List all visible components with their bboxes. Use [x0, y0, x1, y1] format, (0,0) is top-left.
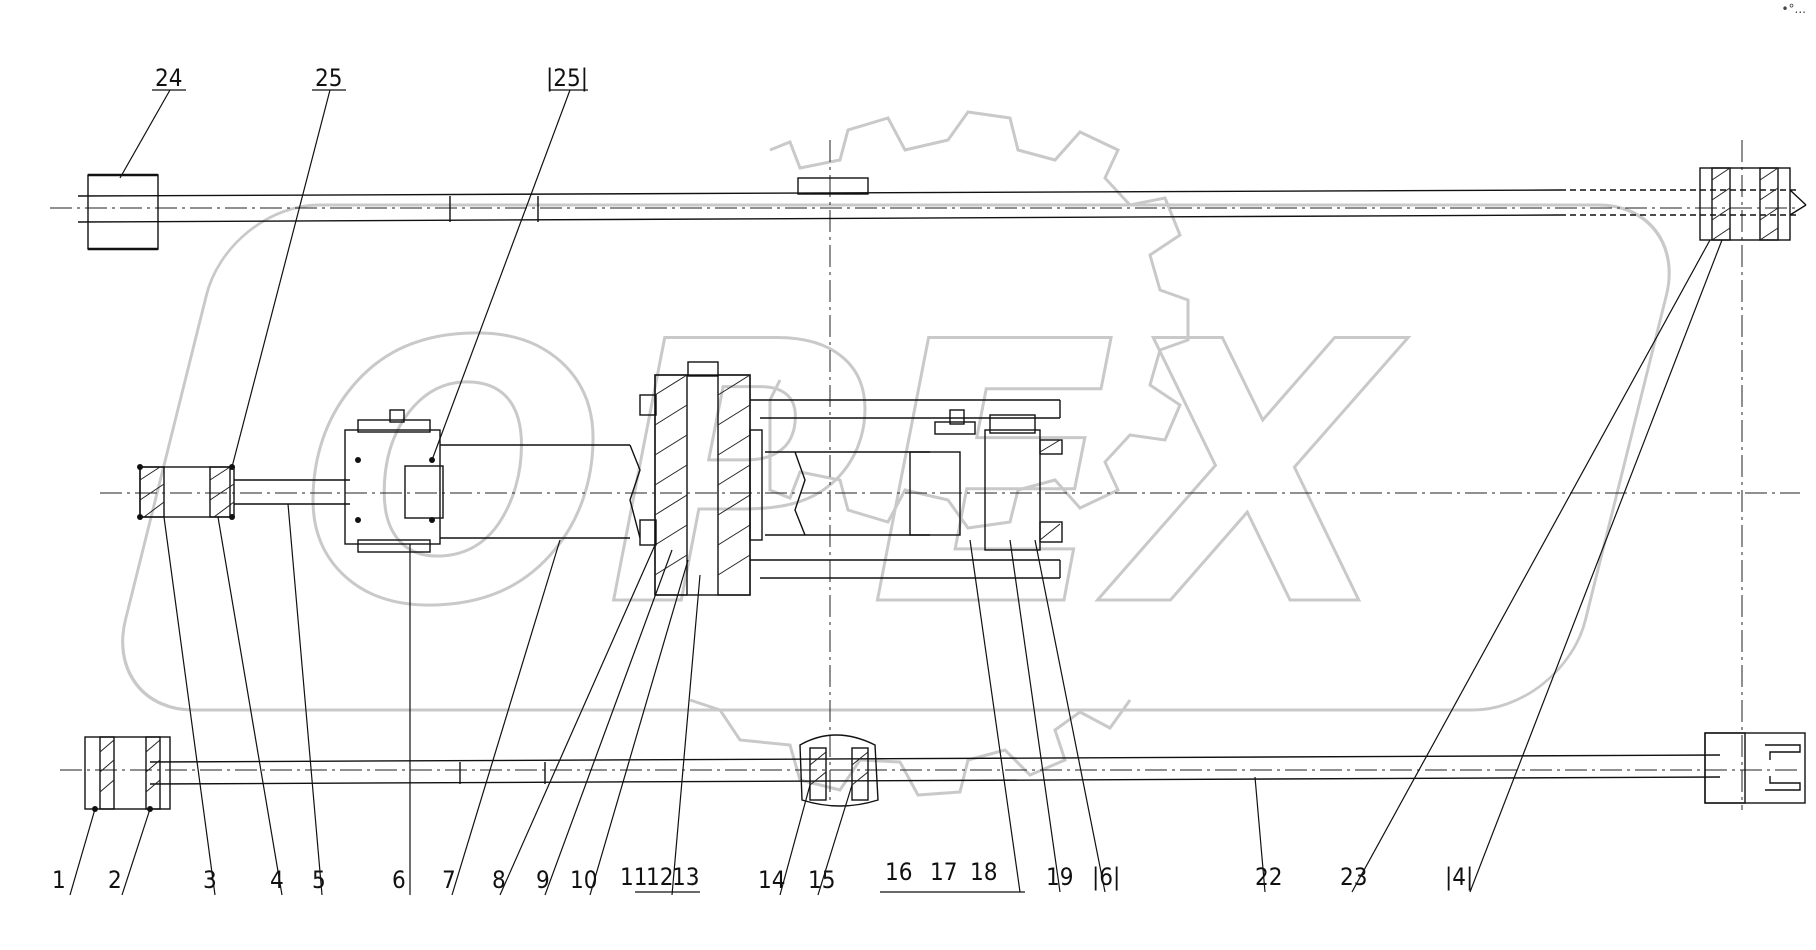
callout-7: 7 — [442, 866, 456, 894]
top-tie-rod — [77, 167, 1807, 251]
callout-13: 13 — [672, 863, 699, 891]
center-bottom-joint — [799, 734, 879, 807]
right-top-joint — [1699, 167, 1807, 241]
callout-12: 12 — [646, 863, 673, 891]
bottom-tie-rod — [84, 732, 1806, 812]
watermark-text: OPEX — [300, 266, 1408, 685]
callout-4b: |4| — [1445, 863, 1473, 891]
callout-5: 5 — [312, 866, 326, 894]
corner-marks: •°... — [1781, 2, 1806, 16]
callout-22: 22 — [1255, 863, 1282, 891]
callout-16b: |6| — [1092, 863, 1120, 891]
callout-16: 16 — [885, 858, 912, 886]
callout-9: 9 — [536, 866, 550, 894]
callout-11: 11 — [620, 863, 647, 891]
middle-assembly — [137, 361, 1063, 596]
leader-lines — [69, 89, 1723, 896]
watermark-gear — [768, 110, 1190, 530]
right-bottom-joint — [1704, 732, 1806, 804]
watermark-gear-lower — [689, 698, 1132, 797]
callout-10: 10 — [570, 866, 597, 894]
watermark: OPEX — [121, 110, 1671, 797]
callout-labels: 1 2 3 4 5 6 7 8 9 10 11 12 13 14 15 16 1… — [52, 64, 1473, 894]
left-bottom-joint — [84, 736, 171, 812]
callout-19: 19 — [1046, 863, 1073, 891]
watermark-frame — [121, 203, 1671, 712]
callout-18: 18 — [970, 858, 997, 886]
bushing-24 — [87, 174, 159, 250]
callout-1: 1 — [52, 866, 66, 894]
callout-15: 15 — [808, 866, 835, 894]
center-lines — [50, 140, 1800, 810]
callout-4: 4 — [270, 866, 284, 894]
callout-2: 2 — [108, 866, 122, 894]
callout-23: 23 — [1340, 863, 1367, 891]
callout-24: 24 — [155, 64, 182, 92]
callout-17: 17 — [930, 858, 957, 886]
callout-8: 8 — [492, 866, 506, 894]
callout-6: 6 — [392, 866, 406, 894]
callout-25b: |25| — [546, 64, 588, 92]
callout-25: 25 — [315, 64, 342, 92]
callout-14: 14 — [758, 866, 785, 894]
callout-3: 3 — [203, 866, 217, 894]
